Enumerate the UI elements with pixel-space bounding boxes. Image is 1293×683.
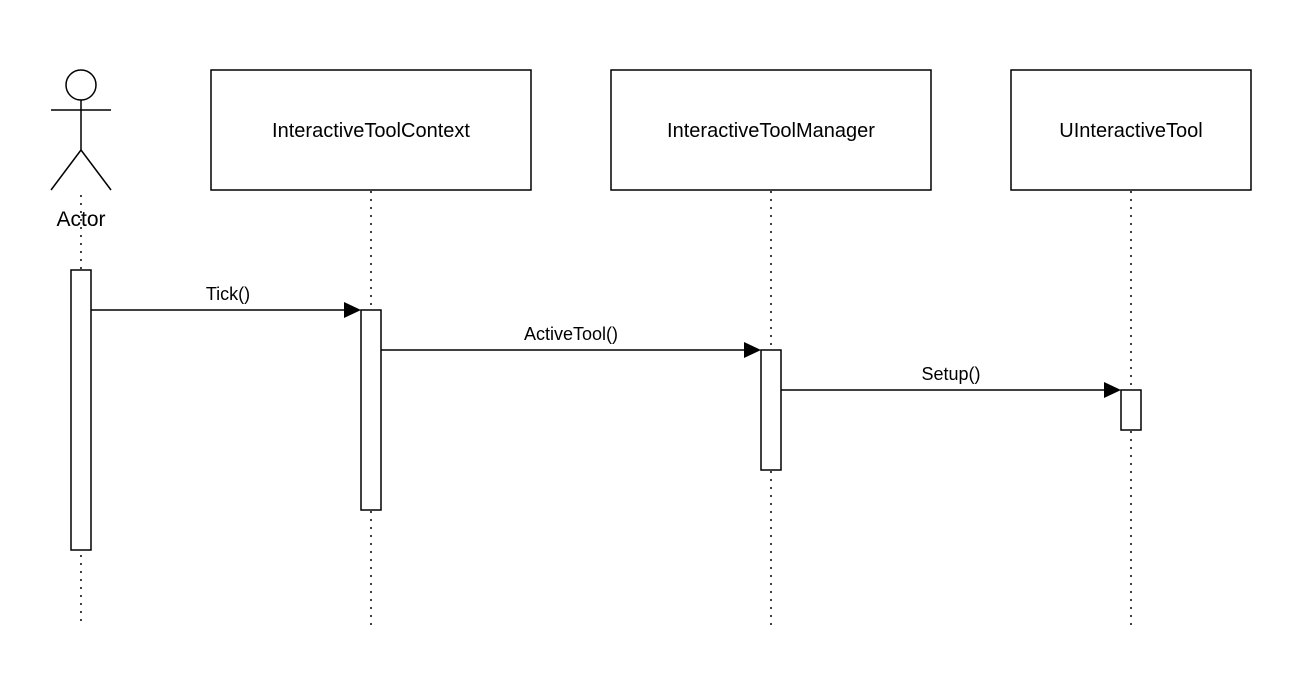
message-setup[interactable]: Setup() — [781, 364, 1121, 398]
actor-label: Actor — [56, 208, 105, 231]
participant-interactive-tool-manager[interactable]: InteractiveToolManager — [610, 69, 932, 191]
arrowhead-icon — [344, 302, 361, 318]
participant-interactive-tool-context[interactable]: InteractiveToolContext — [210, 69, 532, 191]
tool-activation-bar[interactable] — [1120, 389, 1142, 431]
message-tick[interactable]: Tick() — [91, 284, 361, 318]
actor-icon[interactable] — [50, 69, 112, 191]
arrowhead-icon — [744, 342, 761, 358]
actor-activation-bar[interactable] — [70, 269, 92, 551]
message-active-tool[interactable]: ActiveTool() — [381, 324, 761, 358]
participant-label: UInteractiveTool — [1059, 120, 1202, 142]
message-label: ActiveTool() — [524, 324, 618, 344]
message-label: Tick() — [206, 284, 250, 304]
participant-label: InteractiveToolContext — [272, 120, 470, 142]
arrowhead-icon — [1104, 382, 1121, 398]
context-activation-bar[interactable] — [360, 309, 382, 511]
message-label: Setup() — [921, 364, 980, 384]
participant-uinteractive-tool[interactable]: UInteractiveTool — [1010, 69, 1252, 191]
participant-label: InteractiveToolManager — [667, 120, 875, 142]
manager-activation-bar[interactable] — [760, 349, 782, 471]
